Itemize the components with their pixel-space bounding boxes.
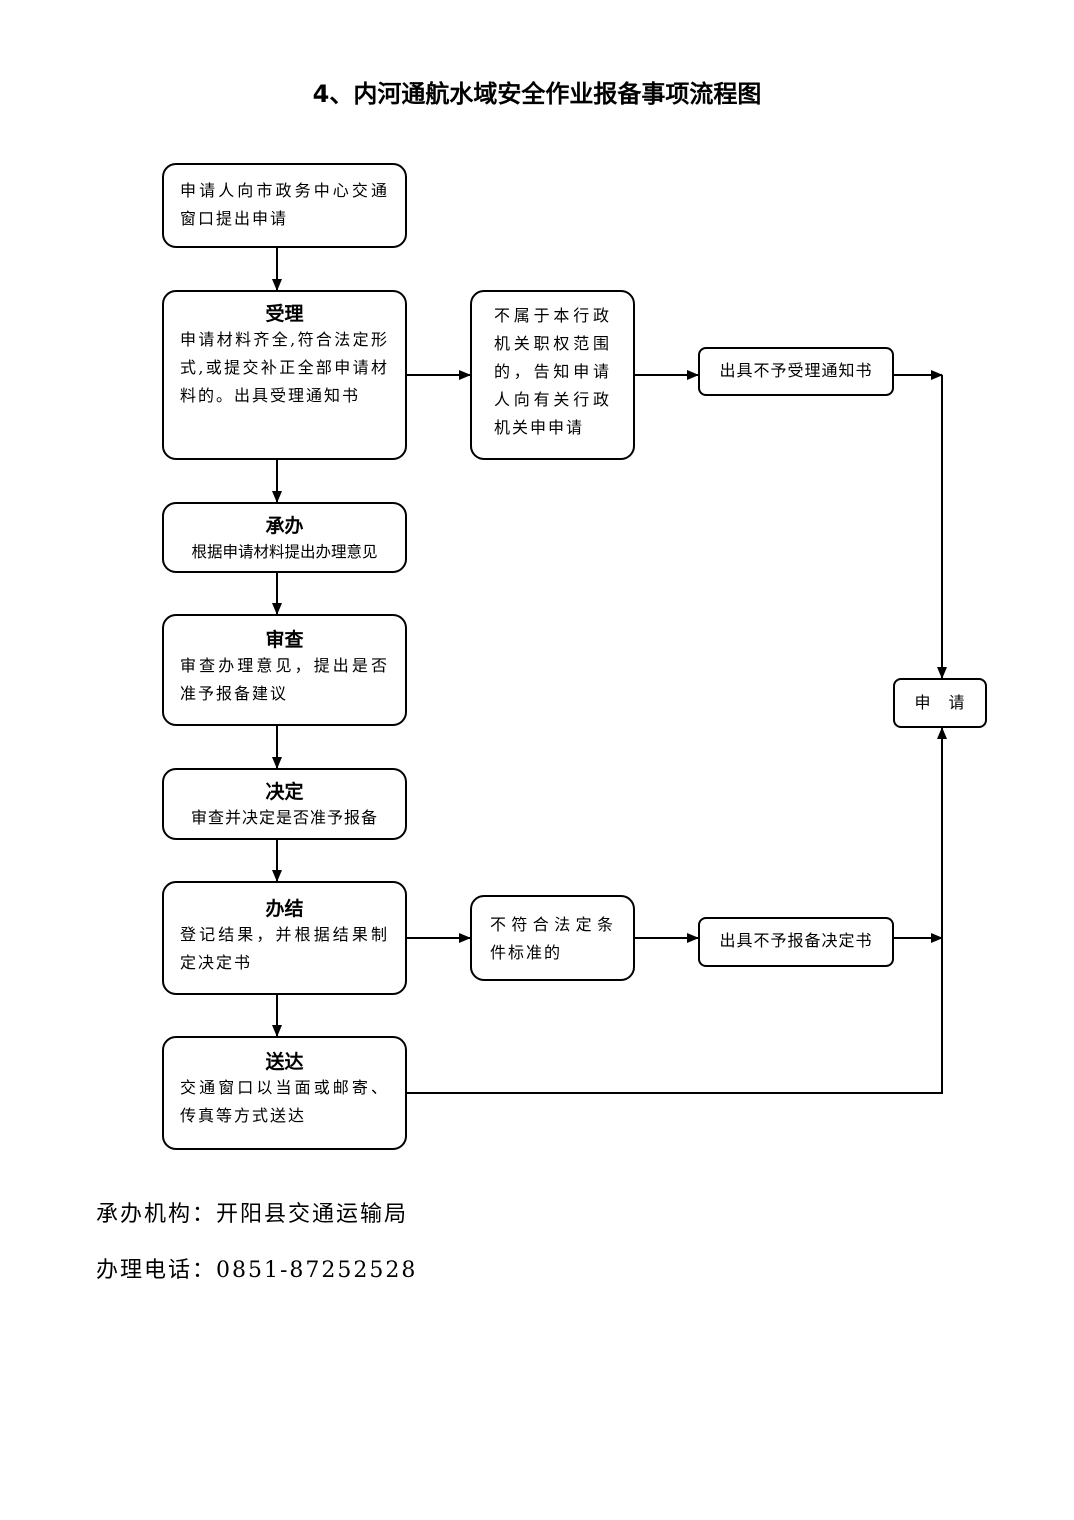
node-deliver-text: 交通窗口以当面或邮寄、传真等方式送达 bbox=[180, 1078, 389, 1125]
node-deliver: 送达 交通窗口以当面或邮寄、传真等方式送达 bbox=[162, 1036, 407, 1150]
node-review-title: 审查 bbox=[265, 629, 304, 651]
node-handle: 承办 根据申请材料提出办理意见 bbox=[162, 502, 407, 573]
arrow-deliver-to-reapply bbox=[406, 727, 947, 1094]
node-conclude-text: 登记结果，并根据结果制定决定书 bbox=[180, 925, 389, 972]
page-title: 4、内河通航水域安全作业报备事项流程图 bbox=[312, 80, 762, 108]
node-conclude: 办结 登记结果，并根据结果制定决定书 bbox=[162, 881, 407, 995]
node-reapply-text: 申 请 bbox=[914, 693, 966, 712]
node-review-text: 审查办理意见，提出是否准予报备建议 bbox=[180, 656, 389, 703]
node-accept: 受理 申请材料齐全,符合法定形式,或提交补正全部申请材料的。出具受理通知书 bbox=[162, 290, 407, 460]
node-decision-reject-text: 出具不予报备决定书 bbox=[719, 931, 873, 950]
node-review: 审查 审查办理意见，提出是否准予报备建议 bbox=[162, 614, 407, 726]
node-not-meet-text: 不符合法定条件标准的 bbox=[490, 915, 615, 962]
node-decision-reject: 出具不予报备决定书 bbox=[698, 917, 894, 967]
node-decide-title: 决定 bbox=[265, 781, 304, 803]
node-decide-text: 审查并决定是否准予报备 bbox=[190, 808, 378, 827]
node-handle-text: 根据申请材料提出办理意见 bbox=[191, 543, 378, 561]
node-deliver-title: 送达 bbox=[265, 1051, 304, 1073]
node-accept-title: 受理 bbox=[265, 303, 304, 325]
node-accept-text: 申请材料齐全,符合法定形式,或提交补正全部申请材料的。出具受理通知书 bbox=[180, 330, 389, 405]
node-notice-reject: 出具不予受理通知书 bbox=[698, 347, 894, 396]
node-apply-text: 申请人向市政务中心交通窗口提出申请 bbox=[180, 181, 389, 228]
node-decide: 决定 审查并决定是否准予报备 bbox=[162, 768, 407, 840]
node-apply: 申请人向市政务中心交通窗口提出申请 bbox=[162, 163, 407, 248]
node-not-in-scope-text: 不属于本行政机关职权范围的，告知申请人向有关行政机关申申请 bbox=[494, 306, 611, 437]
node-not-meet: 不符合法定条件标准的 bbox=[470, 895, 635, 981]
node-handle-title: 承办 bbox=[265, 515, 304, 537]
footer-phone: 办理电话：0851-87252528 bbox=[96, 1258, 418, 1283]
node-reapply: 申 请 bbox=[893, 678, 987, 728]
node-not-in-scope: 不属于本行政机关职权范围的，告知申请人向有关行政机关申申请 bbox=[470, 290, 635, 460]
node-conclude-title: 办结 bbox=[265, 898, 304, 920]
node-notice-reject-text: 出具不予受理通知书 bbox=[719, 361, 873, 380]
footer-org: 承办机构：开阳县交通运输局 bbox=[96, 1202, 409, 1227]
